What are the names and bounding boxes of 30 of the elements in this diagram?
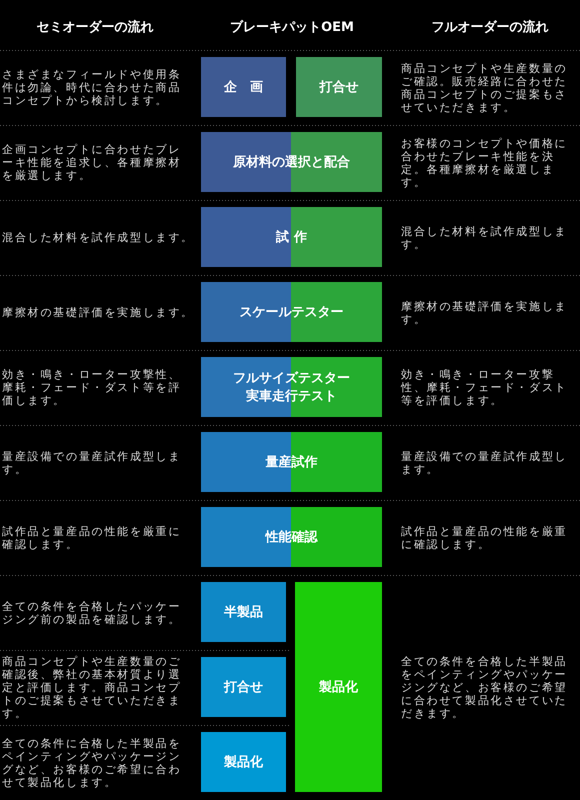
- description-text: 全ての条件に合格した半製品をペインティングやパッケージングなど、お客様のご希望に合わせて製品化します。: [2, 736, 182, 788]
- process-box: 製品化: [295, 582, 382, 792]
- description-text: お客様のコンセプトや価格に合わせたブレーキ性能を決定。各種摩擦材を厳選します。: [401, 136, 568, 188]
- description-text: 混合した材料を試作成型します。: [401, 224, 568, 250]
- description-text: 商品コンセプトや生産数量のご確認。販売経路に合わせた商品コンセプトのご提案もさせていただきます。: [401, 62, 568, 114]
- column-heading: ブレーキパットOEM: [230, 20, 354, 35]
- description-text: さまざまなフィールドや使用条件は勿論、時代に合わせた商品コンセプトから検討します。: [2, 68, 182, 107]
- process-box: 打合せ: [296, 57, 382, 117]
- description-text: 混合した材料を試作成型します。: [2, 231, 194, 244]
- process-box: 半製品: [201, 582, 286, 642]
- description-text: 摩擦材の基礎評価を実施します。: [2, 306, 194, 319]
- process-box: 企 画: [201, 57, 286, 117]
- description-text: 全ての条件を合格した半製品をペインティングやパッケージングなど、お客様のご希望に合わせて製品化させていただきます。: [401, 655, 568, 720]
- process-box: 打合せ: [201, 657, 286, 717]
- process-box: 試 作: [201, 207, 382, 267]
- description-text: 量産設備での量産試作成型します。: [2, 450, 182, 476]
- process-box: 製品化: [201, 732, 286, 792]
- column-heading: フルオーダーの流れ: [432, 20, 548, 35]
- description-text: 効き・鳴き・ローター攻撃性、摩耗・フェード・ダスト等を評価します。: [2, 368, 182, 407]
- description-text: 商品コンセプトや生産数量のご確認後、弊社の基本材質より選定と評価します。商品コンセプトのご提案もさせていただきます。: [2, 655, 182, 720]
- description-text: 試作品と量産品の性能を厳重に確認します。: [2, 524, 182, 550]
- description-text: 効き・鳴き・ローター攻撃性、摩耗・フェード・ダスト等を評価します。: [401, 368, 568, 407]
- description-text: 量産設備での量産試作成型します。: [401, 450, 568, 476]
- description-text: 摩擦材の基礎評価を実施します。: [401, 300, 568, 326]
- column-heading: セミオーダーの流れ: [36, 20, 154, 35]
- process-box: 原材料の選択と配合: [201, 132, 382, 192]
- description-text: 試作品と量産品の性能を厳重に確認します。: [401, 524, 568, 550]
- process-box: スケールテスター: [201, 282, 382, 342]
- description-text: 全ての条件を合格したパッケージング前の製品を確認します。: [2, 600, 182, 626]
- description-text: 企画コンセプトに合わせたブレーキ性能を追求し、各種摩擦材を厳選します。: [2, 143, 182, 182]
